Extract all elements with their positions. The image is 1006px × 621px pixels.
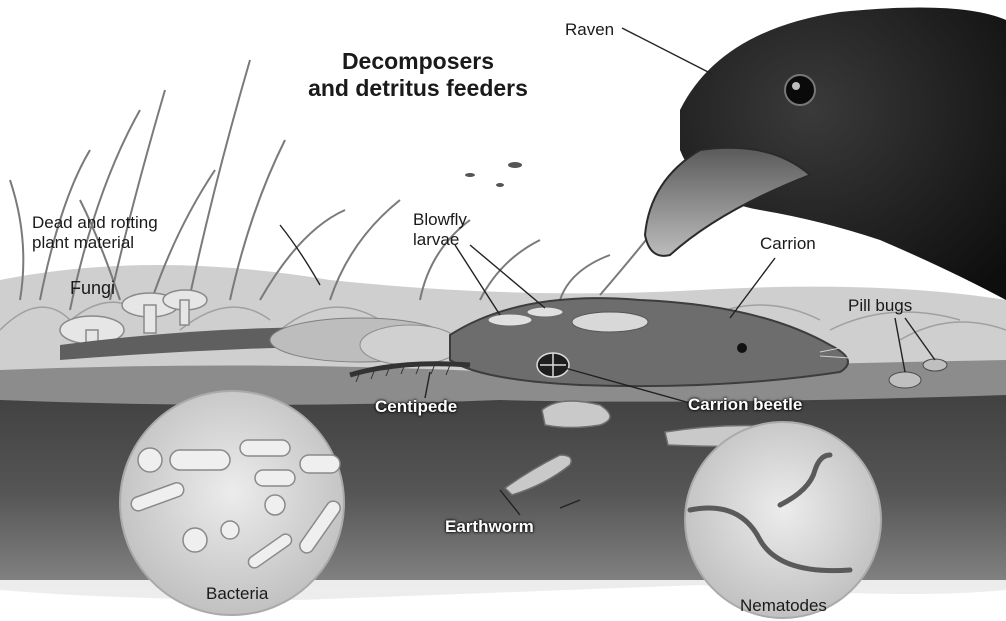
diagram-title: Decomposers and detritus feeders [238, 48, 598, 102]
label-carrion: Carrion [760, 234, 816, 254]
label-bacteria: Bacteria [206, 584, 268, 604]
label-blowfly-line-1: Blowfly [413, 210, 467, 230]
label-dead-plant-line-2: plant material [32, 233, 134, 253]
label-nematodes: Nematodes [740, 596, 827, 616]
label-pill-bugs: Pill bugs [848, 296, 912, 316]
label-dead-plant-line-1: Dead and rotting [32, 213, 158, 233]
carrion-beetle [537, 353, 569, 377]
label-carrion-beetle: Carrion beetle [688, 395, 802, 415]
label-earthworm: Earthworm [445, 517, 534, 537]
label-blowfly-line-2: larvae [413, 230, 459, 250]
label-raven: Raven [565, 20, 614, 40]
label-fungi: Fungi [70, 278, 115, 298]
title-line-1: Decomposers [238, 48, 598, 75]
raven-eye [785, 75, 815, 105]
title-line-2: and detritus feeders [238, 75, 598, 102]
flies [465, 162, 522, 187]
nematodes-circle [685, 422, 881, 618]
label-centipede: Centipede [375, 397, 457, 417]
bacteria-circle [120, 391, 344, 615]
raven [645, 8, 1006, 301]
